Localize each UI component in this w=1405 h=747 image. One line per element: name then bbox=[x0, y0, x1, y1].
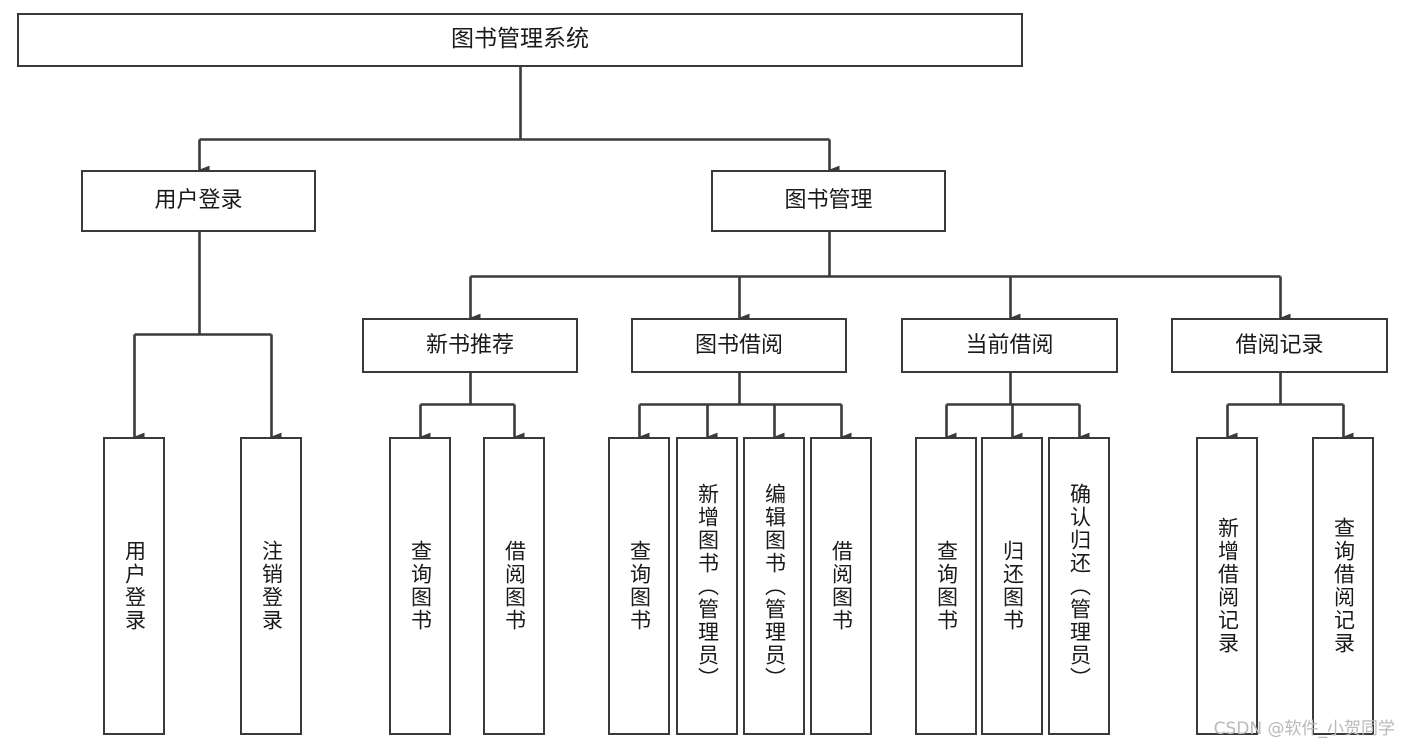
node-l3_1: 新书推荐 bbox=[362, 318, 578, 373]
node-label: 编辑图书（管理员） bbox=[762, 482, 787, 690]
node-label: 归还图书 bbox=[1000, 540, 1025, 632]
node-label: 借阅图书 bbox=[829, 540, 854, 632]
node-label: 查询图书 bbox=[934, 540, 959, 632]
node-label: 新增借阅记录 bbox=[1215, 517, 1240, 655]
node-leaf_4: 借阅图书 bbox=[483, 437, 545, 735]
node-l3_3: 当前借阅 bbox=[901, 318, 1118, 373]
node-label: 查询图书 bbox=[408, 540, 433, 632]
node-label: 新增图书（管理员） bbox=[695, 482, 720, 690]
node-label: 新书推荐 bbox=[425, 332, 514, 358]
node-label: 查询图书 bbox=[627, 540, 652, 632]
node-leaf_8: 借阅图书 bbox=[810, 437, 872, 735]
node-label: 用户登录 bbox=[154, 188, 243, 214]
node-label: 借阅记录 bbox=[1235, 332, 1324, 358]
node-leaf_10: 归还图书 bbox=[981, 437, 1043, 735]
node-leaf_13: 查询借阅记录 bbox=[1312, 437, 1374, 735]
node-label: 查询借阅记录 bbox=[1331, 517, 1356, 655]
node-leaf_1: 用户登录 bbox=[103, 437, 165, 735]
node-l3_4: 借阅记录 bbox=[1171, 318, 1388, 373]
node-label: 图书管理 bbox=[784, 188, 873, 214]
node-leaf_12: 新增借阅记录 bbox=[1196, 437, 1258, 735]
node-l2_2: 图书管理 bbox=[711, 170, 946, 232]
node-label: 当前借阅 bbox=[965, 332, 1054, 358]
node-label: 图书借阅 bbox=[694, 332, 783, 358]
node-label: 用户登录 bbox=[122, 540, 147, 632]
node-label: 确认归还（管理员） bbox=[1067, 482, 1092, 690]
node-leaf_6: 新增图书（管理员） bbox=[676, 437, 738, 735]
node-label: 图书管理系统 bbox=[451, 26, 589, 53]
node-leaf_3: 查询图书 bbox=[389, 437, 451, 735]
node-leaf_7: 编辑图书（管理员） bbox=[743, 437, 805, 735]
node-label: 借阅图书 bbox=[502, 540, 527, 632]
node-leaf_9: 查询图书 bbox=[915, 437, 977, 735]
node-leaf_5: 查询图书 bbox=[608, 437, 670, 735]
node-leaf_2: 注销登录 bbox=[240, 437, 302, 735]
node-leaf_11: 确认归还（管理员） bbox=[1048, 437, 1110, 735]
node-l2_1: 用户登录 bbox=[81, 170, 316, 232]
node-l3_2: 图书借阅 bbox=[631, 318, 847, 373]
node-root: 图书管理系统 bbox=[17, 13, 1023, 67]
node-label: 注销登录 bbox=[259, 540, 284, 632]
